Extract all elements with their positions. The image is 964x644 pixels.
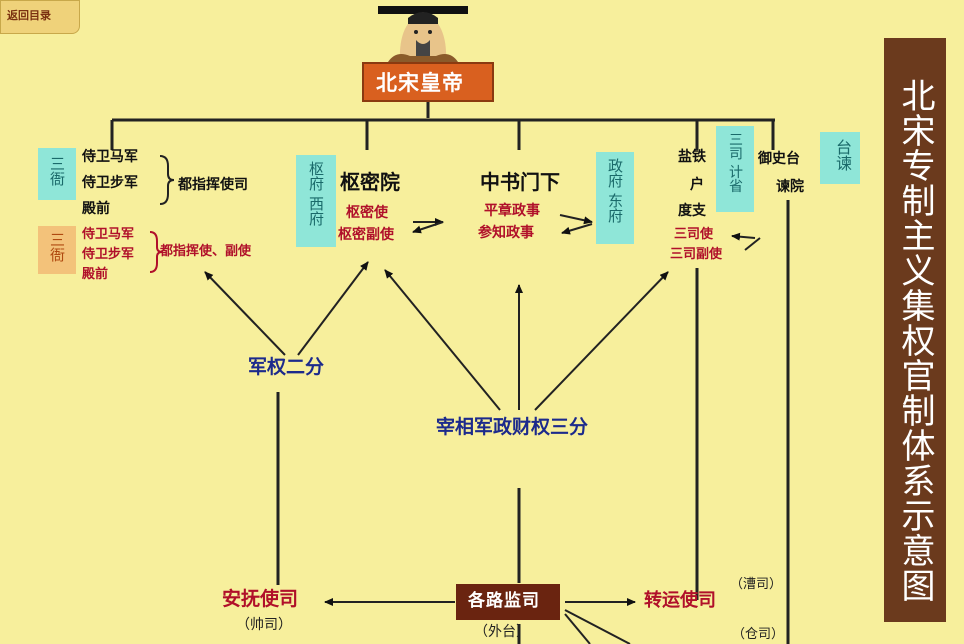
- jianlu-box: 各路监司: [456, 584, 560, 620]
- taijian-label: 台谏: [833, 139, 852, 171]
- cang-sub: （仓司）: [732, 627, 785, 642]
- sanya-item-3: 殿前: [82, 201, 110, 217]
- zhongshu-side-label: 政府 东府: [606, 158, 624, 223]
- emperor-portrait: [378, 0, 468, 62]
- sanya-label: 三衙: [48, 156, 66, 186]
- zhongshu-item-1: 平章政事: [484, 203, 540, 219]
- zhuanyun-sub: （漕司）: [730, 577, 783, 592]
- sanya2-item-1: 侍卫马军: [82, 227, 135, 242]
- sanya-item-2: 侍卫步军: [82, 175, 138, 191]
- zhongshu-item-2: 参知政事: [478, 225, 534, 241]
- sanya2-item-3: 殿前: [82, 267, 109, 282]
- taijian-box: 台谏: [820, 132, 860, 184]
- sansi-item-1: 盐铁: [678, 149, 706, 165]
- sanya2-group: 都指挥使、副使: [160, 244, 252, 259]
- sansi-label-box: 三司 计省: [716, 126, 754, 212]
- shumi-side-label: 枢府 西府: [307, 161, 325, 226]
- shumi-item-2: 枢密副使: [338, 227, 394, 243]
- back-tab-label: 返回目录: [7, 9, 51, 22]
- side-title-panel: 北宋专制主义集权官制体系示意图: [884, 38, 946, 622]
- sanya-label-box: 三衙: [38, 148, 76, 200]
- sansi-item-2: 户: [690, 177, 704, 193]
- jianlu-sub: （外台）: [474, 624, 530, 640]
- sansi-officer-2: 三司副使: [670, 247, 723, 262]
- sanya-group: 都指挥使司: [178, 177, 248, 193]
- shumi-side-box: 枢府 西府: [296, 155, 336, 247]
- anfu-name: 安抚使司: [222, 588, 299, 610]
- sanya2-item-2: 侍卫步军: [82, 247, 135, 262]
- sansi-item-3: 度支: [678, 203, 706, 219]
- jianlu-name: 各路监司: [468, 591, 540, 611]
- sanya-item-1: 侍卫马军: [82, 149, 138, 165]
- shumi-item-1: 枢密使: [346, 205, 388, 221]
- anfu-sub: （帅司）: [236, 617, 292, 633]
- side-title: 北宋专制主义集权官制体系示意图: [895, 78, 935, 603]
- yushi-name: 御史台: [758, 151, 800, 167]
- jianyuan-name: 谏院: [776, 179, 804, 195]
- sansi-label: 三司 计省: [727, 132, 743, 193]
- sansi-officer-1: 三司使: [674, 227, 714, 242]
- zhongshu-side-box: 政府 东府: [596, 152, 634, 244]
- zhuanyun-name: 转运使司: [644, 590, 716, 611]
- emperor-label: 北宋皇帝: [376, 71, 464, 95]
- shumi-name: 枢密院: [340, 170, 400, 194]
- zaixiang-label: 宰相军政财权三分: [436, 416, 589, 438]
- back-to-contents-tab[interactable]: 返回目录: [0, 0, 80, 34]
- sanya2-label: 三衙: [48, 232, 66, 262]
- junquan-label: 军权二分: [248, 356, 325, 378]
- zhongshu-name: 中书门下: [480, 170, 560, 194]
- sanya2-label-box: 三衙: [38, 226, 76, 274]
- emperor-box: 北宋皇帝: [362, 62, 494, 102]
